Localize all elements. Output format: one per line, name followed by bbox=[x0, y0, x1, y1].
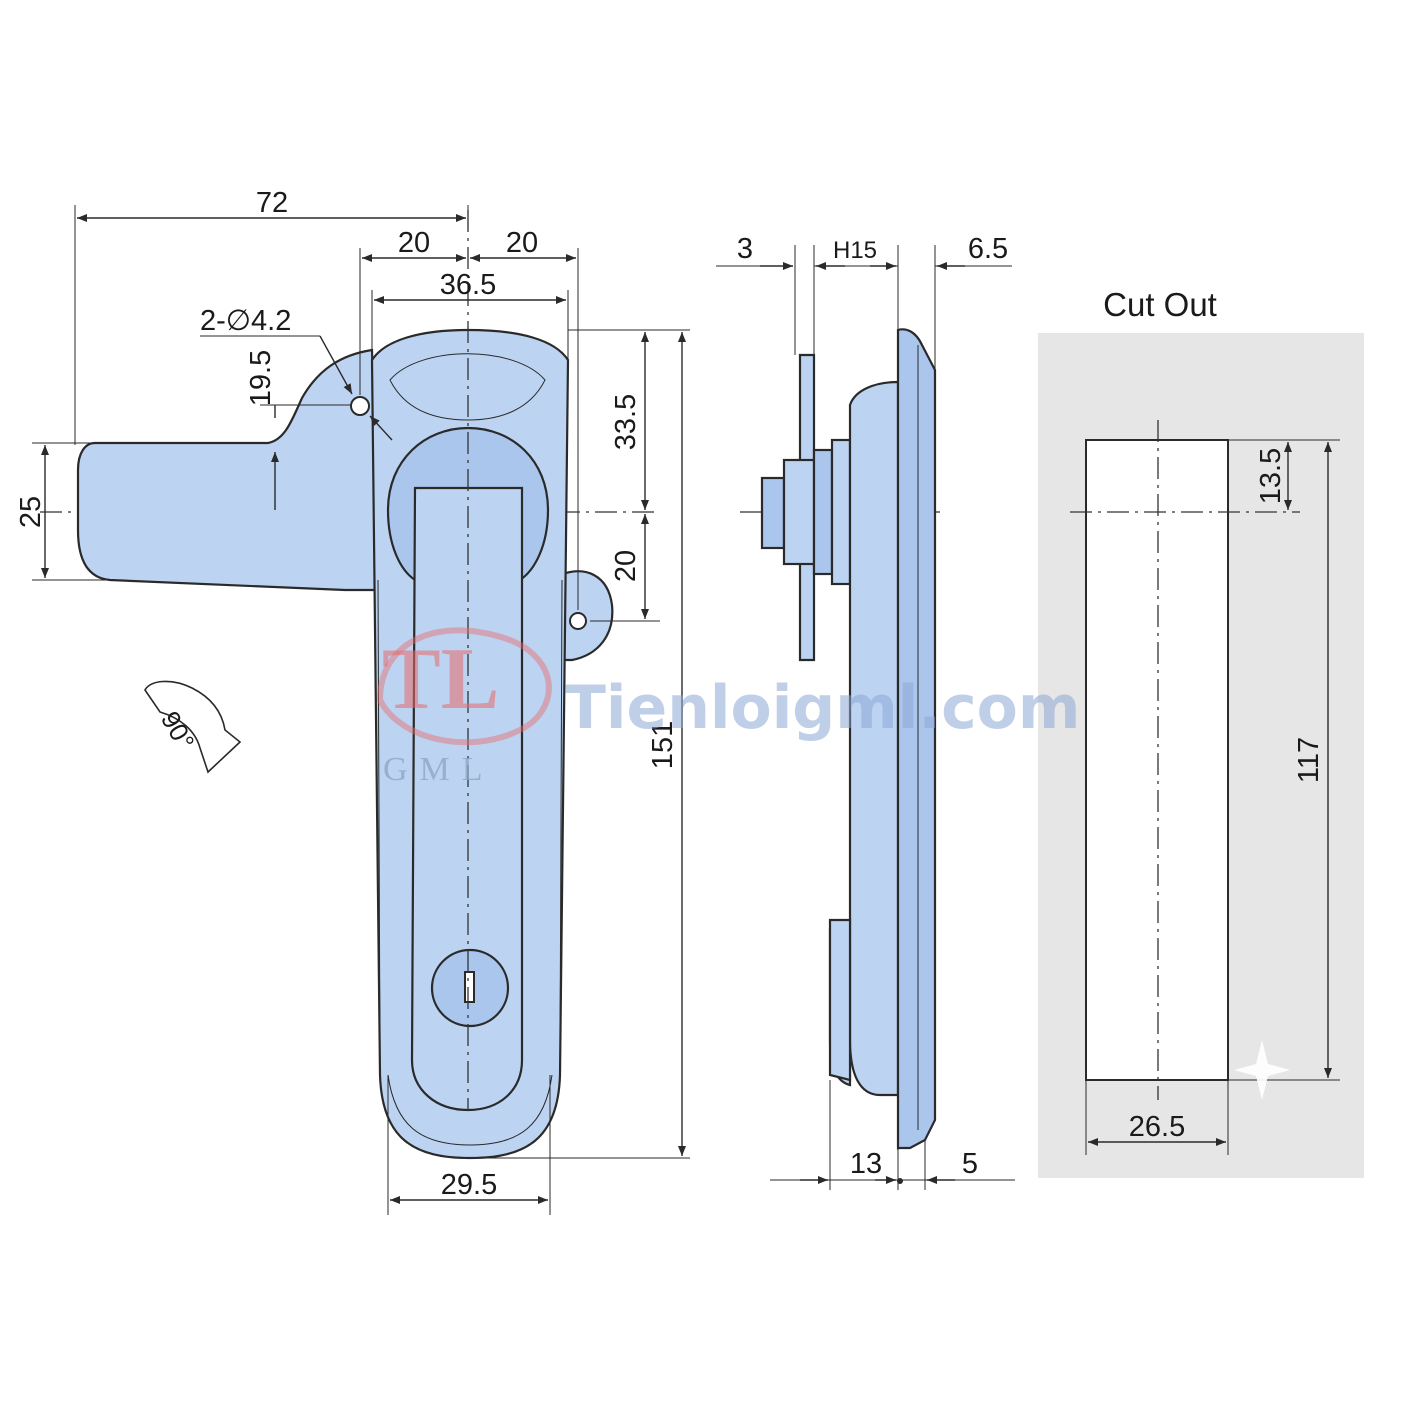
dim-72: 72 bbox=[256, 187, 288, 219]
dim-25: 25 bbox=[15, 496, 47, 528]
side-shaft-washer bbox=[812, 448, 834, 576]
side-lower-step bbox=[828, 918, 852, 1082]
side-view: 3 H15 6.5 13 5 bbox=[716, 233, 1015, 1190]
dim-side-6-5: 6.5 bbox=[968, 233, 1008, 265]
dim-20-vertical: 20 bbox=[610, 550, 642, 582]
lever-arm bbox=[76, 348, 380, 592]
dim-holes: 2-∅4.2 bbox=[200, 305, 291, 337]
cutout-opening bbox=[1085, 439, 1229, 1081]
dim-side-5: 5 bbox=[962, 1148, 978, 1180]
watermark-logo-sub: GML bbox=[383, 751, 495, 788]
dim-151: 151 bbox=[647, 721, 679, 769]
watermark: TL GML Tienloigml.com bbox=[376, 627, 1080, 788]
watermark-site: Tienloigml.com bbox=[565, 673, 1080, 743]
dim-33-5: 33.5 bbox=[610, 394, 642, 450]
dim-20-right: 20 bbox=[506, 227, 538, 259]
dim-29-5: 29.5 bbox=[441, 1169, 497, 1201]
rotation-arrow-icon: 90° bbox=[144, 680, 242, 774]
dim-36-5: 36.5 bbox=[440, 269, 496, 301]
watermark-logo-swoosh bbox=[376, 627, 552, 746]
handle-top-recess bbox=[389, 353, 546, 421]
side-shaft-screw bbox=[760, 476, 786, 550]
keyhole-icon bbox=[464, 971, 475, 1003]
front-view: 72 20 20 36.5 2-∅4.2 19.5 25 33.5 bbox=[15, 187, 690, 1215]
handle-bottom-curve bbox=[387, 1074, 553, 1146]
dim-20-left: 20 bbox=[398, 227, 430, 259]
handle-edge-right bbox=[559, 579, 563, 1061]
side-bezel-plate bbox=[896, 328, 937, 1150]
dim-side-13: 13 bbox=[850, 1148, 882, 1180]
cutout-title: Cut Out bbox=[1103, 286, 1217, 323]
dim-side-h15: H15 bbox=[833, 237, 877, 264]
dim-cutout-26-5: 26.5 bbox=[1129, 1111, 1185, 1143]
mount-hole-lower bbox=[569, 612, 587, 630]
dim-side-3: 3 bbox=[737, 233, 753, 265]
side-shaft-nut bbox=[782, 458, 816, 566]
dim-cutout-117: 117 bbox=[1293, 737, 1325, 783]
handle-edge-left bbox=[377, 579, 381, 1061]
dim-19-5: 19.5 bbox=[245, 350, 277, 406]
mount-hole-upper bbox=[350, 396, 370, 416]
side-shaft-bushing bbox=[830, 438, 852, 586]
sparkle-icon bbox=[1234, 1040, 1290, 1100]
cutout-view: Cut Out 13.5 117 26.5 bbox=[1038, 286, 1364, 1178]
dim-cutout-13-5: 13.5 bbox=[1255, 448, 1287, 504]
watermark-logo-letters: TL bbox=[382, 631, 499, 728]
